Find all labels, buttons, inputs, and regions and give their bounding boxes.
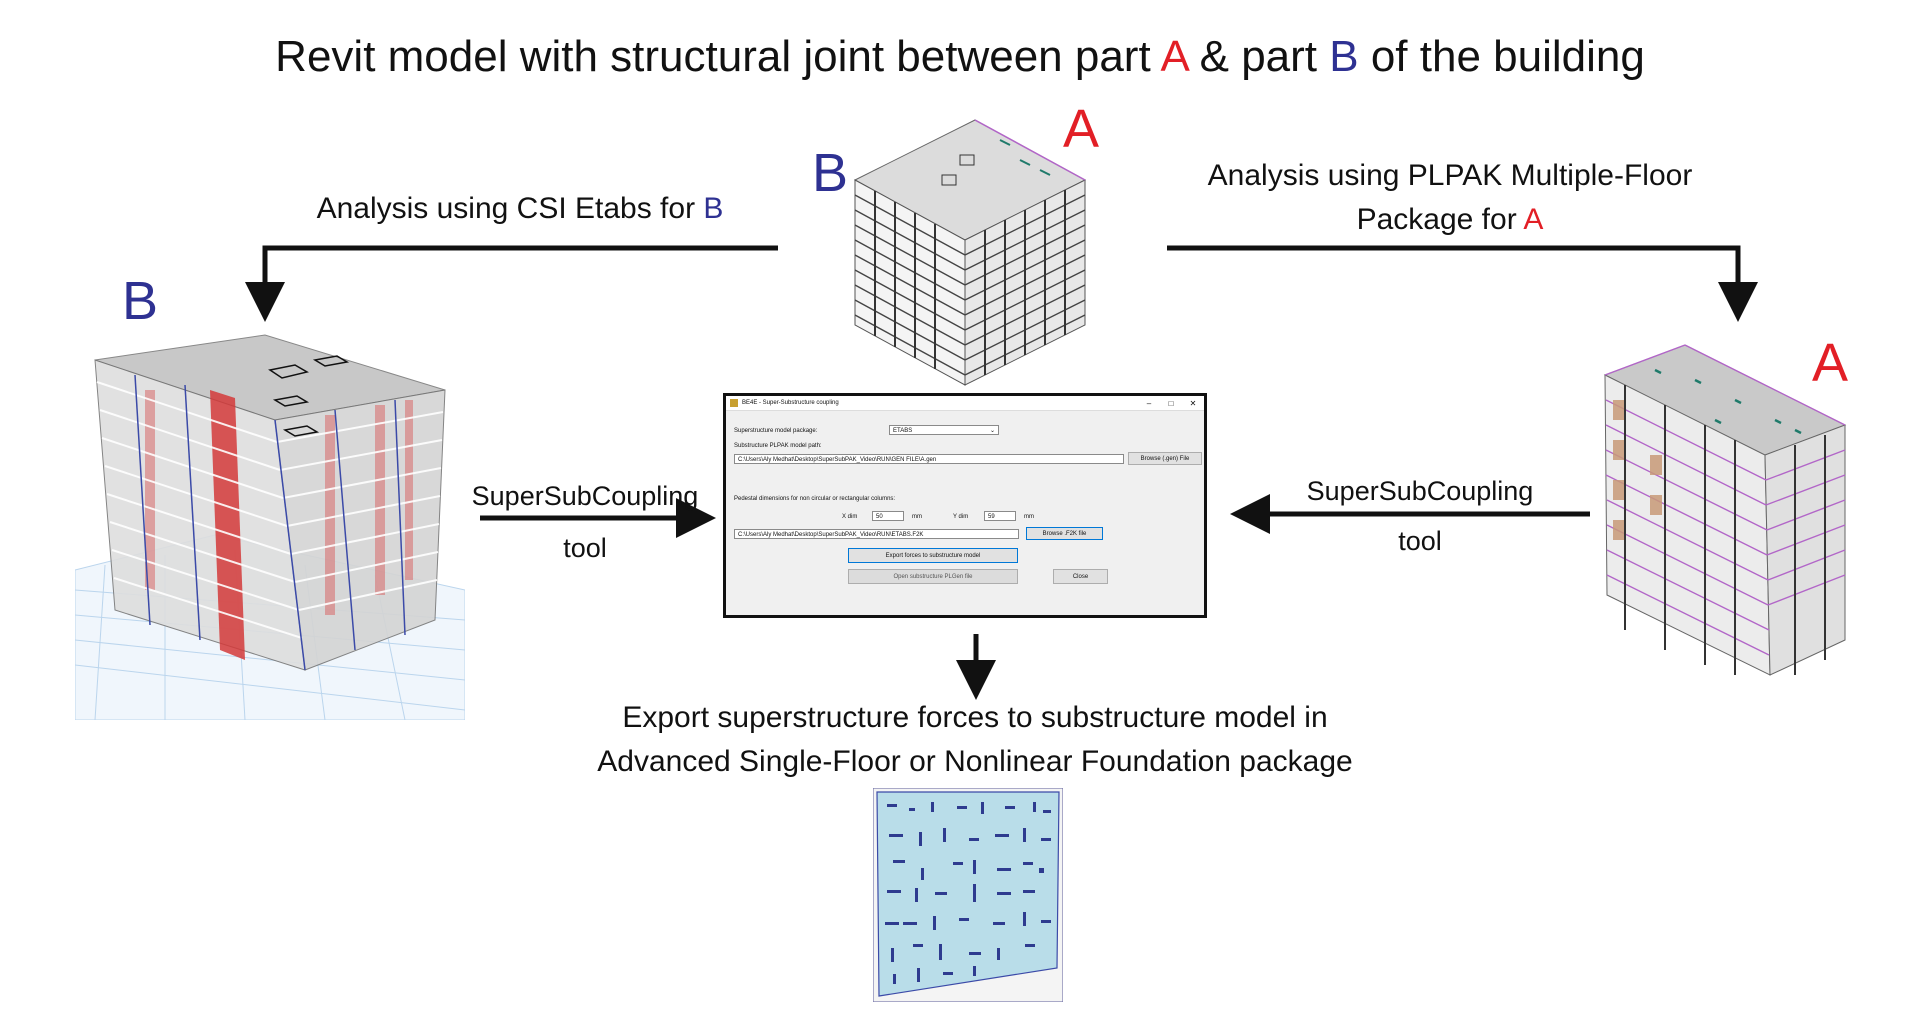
xdim-label: X dim: [842, 514, 858, 520]
left-analysis-letter: B: [703, 192, 724, 225]
title-letter-a: A: [1160, 32, 1188, 81]
left-tool-line2: tool: [563, 533, 607, 563]
left-tool-line1: SuperSubCoupling: [471, 481, 699, 511]
package-select-value: ETABS: [893, 428, 913, 434]
left-label-b: B: [122, 271, 159, 331]
dialog-titlebar: BE4E - Super-Substructure coupling – □ ✕: [726, 396, 1204, 411]
f2k-path-input[interactable]: C:\Users\Aly Medhat\Desktop\SuperSubPAK_…: [734, 529, 1019, 539]
left-etabs-model-image: [75, 334, 465, 720]
close-icon[interactable]: ✕: [1189, 398, 1197, 408]
arrow-to-right-building: [1167, 245, 1758, 322]
foundation-plan-image: [873, 788, 1063, 1002]
browse-f2k-button[interactable]: Browse .F2K file: [1026, 527, 1103, 540]
package-select[interactable]: ETABS ⌄: [889, 425, 999, 435]
maximize-icon[interactable]: □: [1168, 398, 1174, 408]
title-suffix: of the building: [1358, 32, 1645, 81]
minimize-icon[interactable]: –: [1146, 398, 1152, 408]
right-plpak-model-image: [1603, 344, 1847, 676]
right-analysis-line2: Package for: [1356, 203, 1524, 236]
center-revit-building-image: [853, 119, 1087, 386]
package-label: Superstructure model package:: [734, 428, 818, 434]
right-tool-caption: SuperSubCoupling tool: [1270, 466, 1570, 566]
left-analysis-caption: Analysis using CSI Etabs for B: [280, 192, 760, 226]
center-label-b: B: [812, 143, 849, 203]
ydim-unit: mm: [1024, 514, 1034, 520]
right-label-a: A: [1812, 333, 1849, 393]
center-label-a: A: [1063, 99, 1100, 159]
right-tool-line1: SuperSubCoupling: [1306, 476, 1534, 506]
path-input[interactable]: C:\Users\Aly Medhat\Desktop\SuperSubPAK_…: [734, 454, 1124, 464]
right-analysis-caption: Analysis using PLPAK Multiple-Floor Pack…: [1160, 154, 1740, 242]
left-tool-caption: SuperSubCoupling tool: [465, 470, 705, 574]
title-mid: & part: [1187, 32, 1330, 81]
path-label: Substructure PLPAK model path:: [734, 443, 822, 449]
export-line1: Export superstructure forces to substruc…: [622, 701, 1328, 734]
app-icon: [730, 399, 738, 407]
super-substructure-coupling-dialog: BE4E - Super-Substructure coupling – □ ✕…: [723, 393, 1207, 618]
export-caption: Export superstructure forces to substruc…: [470, 696, 1480, 784]
arrow-to-left-building: [245, 245, 778, 322]
xdim-unit: mm: [912, 514, 922, 520]
left-analysis-text: Analysis using CSI Etabs for: [316, 192, 704, 225]
close-button[interactable]: Close: [1053, 569, 1108, 584]
title-prefix: Revit model with structural joint betwee…: [275, 32, 1161, 81]
title-letter-b: B: [1329, 32, 1359, 81]
page-title: Revit model with structural joint betwee…: [0, 32, 1920, 82]
export-line2: Advanced Single-Floor or Nonlinear Found…: [597, 745, 1353, 778]
right-tool-line2: tool: [1398, 526, 1442, 556]
right-analysis-letter: A: [1523, 203, 1544, 236]
xdim-input[interactable]: 50: [872, 511, 904, 521]
chevron-down-icon: ⌄: [989, 428, 995, 434]
pedestal-label: Pedestal dimensions for non circular or …: [734, 496, 896, 502]
ydim-input[interactable]: 59: [984, 511, 1016, 521]
export-forces-button[interactable]: Export forces to substructure model: [848, 548, 1018, 563]
browse-gen-button[interactable]: Browse (.gen) File: [1128, 452, 1202, 465]
right-analysis-line1: Analysis using PLPAK Multiple-Floor: [1207, 159, 1693, 192]
dialog-title: BE4E - Super-Substructure coupling: [742, 400, 839, 406]
open-plgen-button[interactable]: Open substructure PLGen file: [848, 569, 1018, 584]
ydim-label: Y dim: [953, 514, 969, 520]
